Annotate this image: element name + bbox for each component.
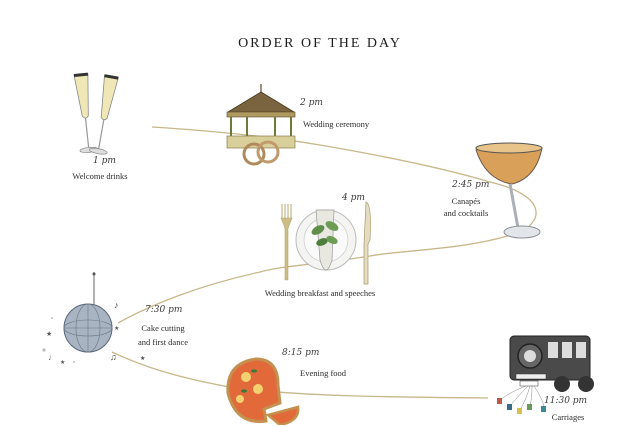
event-time: 7:30 pm [145,305,183,315]
page-title: ORDER OF THE DAY [238,36,402,51]
event-label-line2: and first dance [137,337,189,347]
event-time: 8:15 pm [282,348,320,358]
svg-text:★: ★ [114,325,119,332]
pizza-icon [226,357,300,425]
getaway-car-icon [497,335,594,414]
event-label-line1: Canapés [451,196,481,206]
event-label: Wedding ceremony [303,119,370,129]
svg-text:♪: ♪ [114,300,119,310]
event-time: 4 pm [342,193,365,203]
event-time: 2:45 pm [452,180,490,190]
event-time: 2 pm [300,98,323,108]
cocktail-glass-icon [475,142,543,239]
event-label: Carriages [551,412,585,422]
place-setting-icon [280,201,371,285]
star-icon: ★ [140,355,145,362]
event-time: 1 pm [93,156,116,166]
svg-text:★: ★ [60,359,65,366]
svg-text:♩: ♩ [48,353,56,362]
event-time: 11:30 pm [544,396,588,406]
champagne-flutes-icon [73,72,119,155]
gazebo-rings-icon [226,84,296,166]
disco-ball-icon: ★ ★ ★ ♪ ♫ ♩ [42,272,119,366]
svg-text:♫: ♫ [110,352,117,362]
event-label-line1: Cake cutting [141,323,185,333]
event-label: Evening food [300,368,347,378]
svg-text:★: ★ [140,355,145,362]
event-label: Welcome drinks [72,171,128,181]
svg-text:★: ★ [46,330,52,338]
event-label: Wedding breakfast and speeches [264,288,376,298]
event-label-line2: and cocktails [443,208,489,218]
